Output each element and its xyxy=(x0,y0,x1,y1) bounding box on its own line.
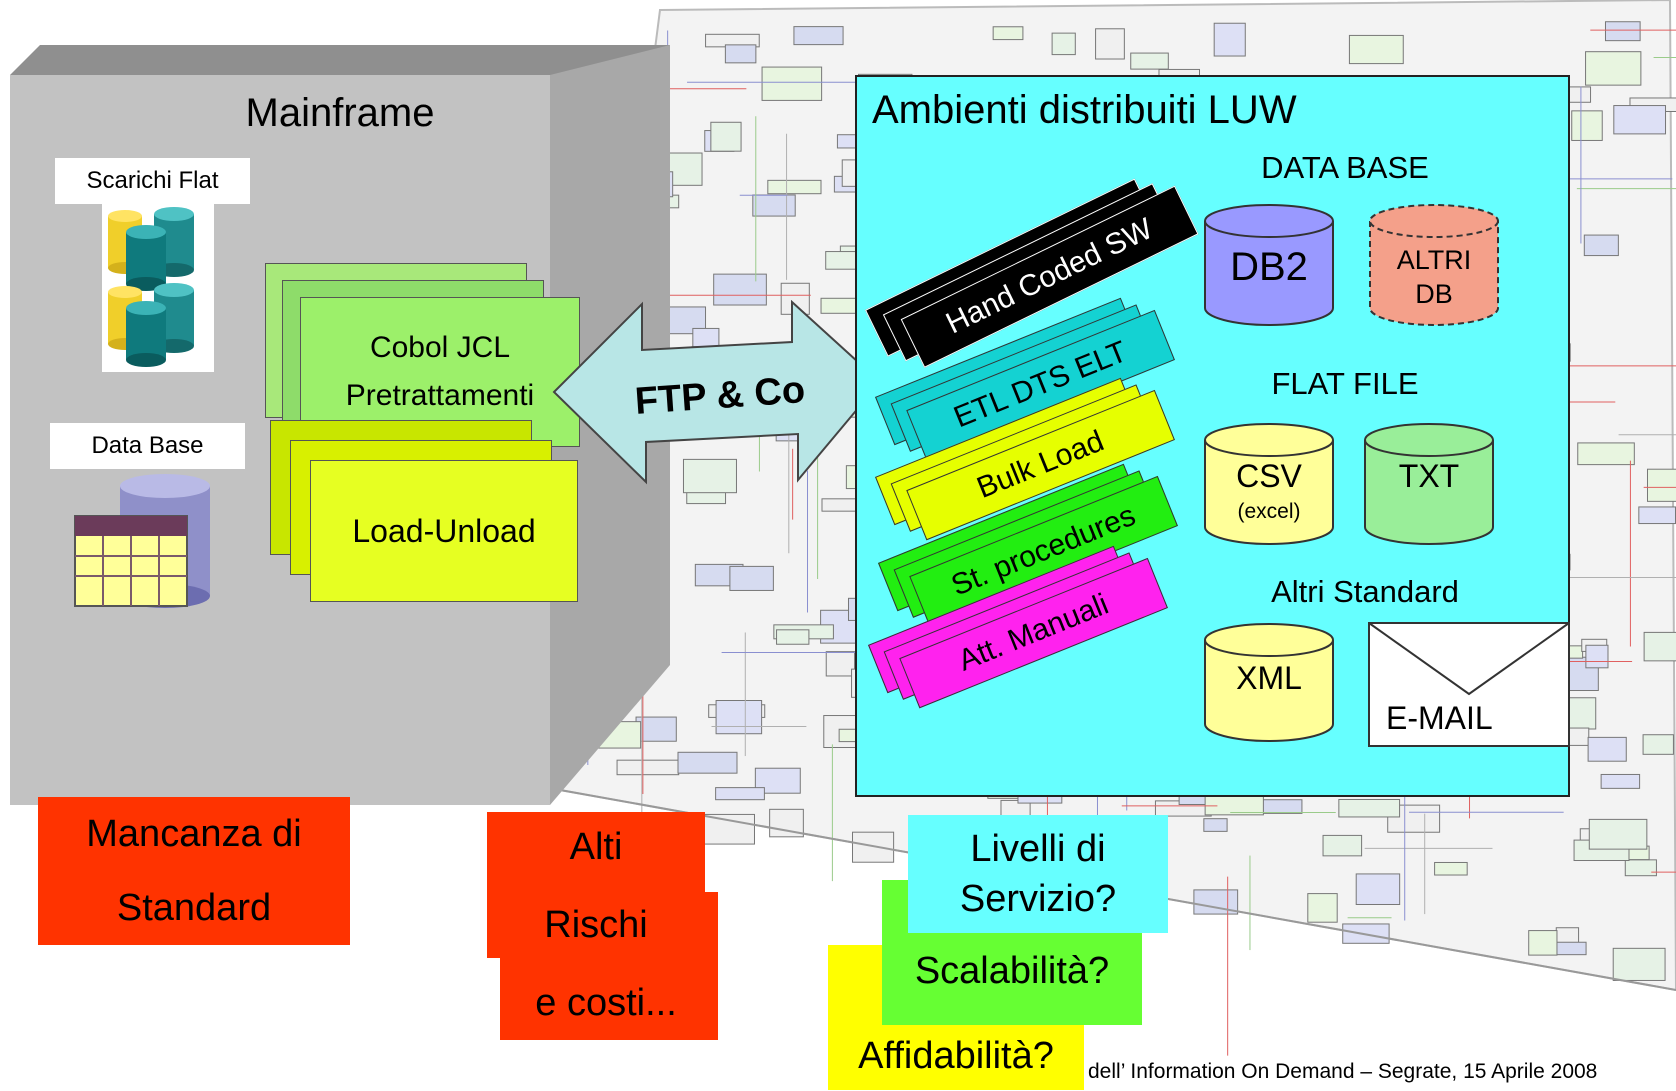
schematic-box xyxy=(1130,52,1169,70)
csv-cylinder: CSV (excel) xyxy=(1203,422,1335,547)
schematic-box xyxy=(1203,818,1228,832)
altri-db-cylinder: ALTRI DB xyxy=(1368,203,1500,328)
issue-livelli-servizio: Livelli di Servizio? xyxy=(908,815,1168,933)
schematic-box xyxy=(1642,734,1674,755)
schematic-box xyxy=(677,751,738,774)
altri-db-cylinder-shape xyxy=(1369,204,1499,326)
schematic-box xyxy=(724,44,757,64)
schematic-box xyxy=(992,26,1024,41)
schematic-box xyxy=(713,273,767,306)
issue-alti-line-3: e costi... xyxy=(535,981,677,1024)
schematic-box xyxy=(1051,32,1076,56)
schematic-box xyxy=(715,700,763,735)
schematic-box xyxy=(682,458,737,494)
schematic-box xyxy=(729,565,774,591)
schematic-box xyxy=(1261,799,1303,814)
schematic-box xyxy=(1604,21,1641,42)
schematic-box xyxy=(1638,506,1676,525)
issue-alti-front xyxy=(500,892,718,1040)
schematic-box xyxy=(752,194,796,217)
schematic-box xyxy=(699,813,755,845)
schematic-box xyxy=(1577,442,1635,466)
issue-alti-line-1: Alti xyxy=(569,825,623,868)
issue-alti-rischi: Alti Rischi e costi... xyxy=(487,812,705,1037)
schematic-box xyxy=(1338,798,1401,818)
flat-file-heading: FLAT FILE xyxy=(1271,366,1419,401)
issue-mancanza-line-1: Mancanza di xyxy=(86,813,302,855)
schematic-box xyxy=(1355,873,1401,905)
mainframe-title: Mainframe xyxy=(245,90,435,135)
schematic-box xyxy=(1571,110,1603,141)
schematic-box xyxy=(710,121,742,152)
schematic-box xyxy=(1528,930,1558,956)
txt-label: TXT xyxy=(1398,458,1460,494)
xml-label: XML xyxy=(1236,660,1302,696)
altri-db-line-2: DB xyxy=(1415,279,1453,309)
database-table-icon xyxy=(74,474,210,608)
database-label: Data Base xyxy=(50,423,245,469)
schematic-box xyxy=(1322,834,1363,857)
schematic-box xyxy=(852,831,895,863)
schematic-box xyxy=(1587,736,1627,762)
xml-cylinder-shape xyxy=(1204,623,1334,742)
schematic-box xyxy=(1095,28,1125,60)
schematic-box xyxy=(1585,644,1609,669)
altri-db-label: ALTRI DB xyxy=(1368,243,1500,311)
altri-db-line-1: ALTRI xyxy=(1396,245,1472,275)
xml-cylinder: XML xyxy=(1203,622,1335,744)
issue-livelli-line-1: Livelli di xyxy=(970,828,1106,870)
db2-cylinder-shape xyxy=(1204,204,1334,326)
schematic-box xyxy=(1643,631,1676,662)
csv-sublabel: (excel) xyxy=(1237,500,1301,523)
schematic-box xyxy=(1624,859,1657,877)
altri-standard-heading: Altri Standard xyxy=(1271,574,1459,609)
schematic-box xyxy=(1585,51,1642,86)
schematic-box xyxy=(1588,818,1648,850)
schematic-box xyxy=(1600,773,1641,789)
schematic-box xyxy=(776,629,810,645)
footer-text: dell’ Information On Demand – Segrate, 1… xyxy=(1088,1060,1598,1083)
db2-label: DB2 xyxy=(1230,245,1308,289)
csv-cylinder-shape xyxy=(1204,423,1334,545)
flat-files-cylinders-icon xyxy=(102,204,214,372)
schematic-box xyxy=(616,759,680,776)
luw-title: Ambienti distribuiti LUW xyxy=(872,88,1297,132)
schematic-box xyxy=(1612,947,1666,981)
schematic-box xyxy=(825,651,856,677)
envelope-icon xyxy=(1368,622,1570,747)
schematic-box xyxy=(767,179,822,195)
email-envelope: E-MAIL xyxy=(1368,622,1570,747)
txt-cylinder-shape xyxy=(1364,423,1494,545)
schematic-box xyxy=(1583,234,1619,257)
email-label: E-MAIL xyxy=(1386,700,1493,736)
db2-cylinder: DB2 xyxy=(1203,203,1335,328)
schematic-box xyxy=(793,26,844,46)
scarichi-flat-label: Scarichi Flat xyxy=(55,158,250,204)
database-heading: DATA BASE xyxy=(1261,150,1429,185)
schematic-box xyxy=(1434,861,1468,876)
csv-label: CSV xyxy=(1236,458,1302,494)
schematic-box xyxy=(1613,105,1667,135)
schematic-box xyxy=(1307,893,1338,923)
schematic-box xyxy=(715,787,765,801)
issue-mancanza-line-2: Standard xyxy=(116,887,272,929)
schematic-box xyxy=(1213,22,1246,57)
mainframe-top-face xyxy=(10,45,670,75)
txt-cylinder: TXT xyxy=(1363,422,1495,547)
schematic-box xyxy=(761,66,823,101)
cobol-jcl-line-2: Pretrattamenti xyxy=(345,379,535,412)
issue-livelli-line-2: Servizio? xyxy=(959,878,1117,920)
issue-mancanza-standard: Mancanza di Standard xyxy=(38,797,350,945)
schematic-box xyxy=(1646,468,1676,502)
schematic-box xyxy=(1348,34,1404,65)
issue-alti-line-2: Rischi xyxy=(544,903,648,946)
load-unload-box: Load-Unload xyxy=(310,460,578,602)
cobol-jcl-line-1: Cobol JCL xyxy=(369,331,511,364)
